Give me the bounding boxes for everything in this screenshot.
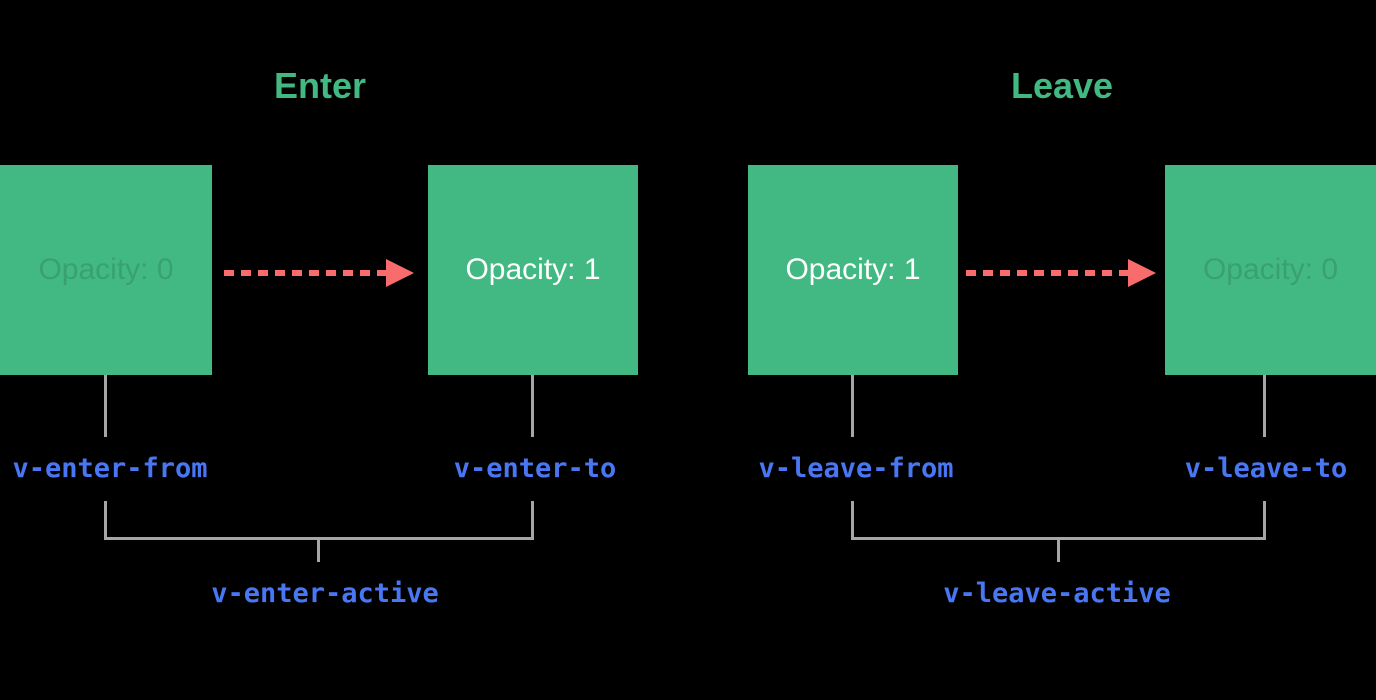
leave-to-connector-line [1263, 375, 1266, 437]
enter-to-class-label: v-enter-to [453, 453, 617, 484]
enter-section-title: Enter [273, 65, 367, 106]
dashed-right-arrow-icon [966, 259, 1156, 287]
enter-active-class-label: v-enter-active [211, 578, 439, 609]
enter-from-class-label: v-enter-from [12, 453, 208, 484]
enter-bracket-stem-line [317, 537, 320, 562]
enter-to-box-label: Opacity: 1 [465, 253, 601, 286]
leave-active-class-label: v-leave-active [943, 578, 1171, 609]
enter-to-box: Opacity: 1 [428, 165, 638, 375]
leave-section-title: Leave [1010, 65, 1114, 106]
leave-from-class-label: v-leave-from [758, 453, 954, 484]
leave-bracket-left-line [851, 501, 854, 537]
enter-from-box: Opacity: 0 [0, 165, 212, 375]
enter-from-box-label: Opacity: 0 [38, 253, 174, 286]
enter-bracket-right-line [531, 501, 534, 537]
leave-from-box-label: Opacity: 1 [785, 253, 921, 286]
leave-bracket-right-line [1263, 501, 1266, 537]
leave-to-class-label: v-leave-to [1184, 453, 1348, 484]
enter-bracket-left-line [104, 501, 107, 537]
leave-from-box: Opacity: 1 [748, 165, 958, 375]
leave-to-box: Opacity: 0 [1165, 165, 1376, 375]
dashed-right-arrow-icon [224, 259, 414, 287]
leave-to-box-label: Opacity: 0 [1202, 253, 1339, 286]
enter-from-connector-line [104, 375, 107, 437]
leave-bracket-stem-line [1057, 537, 1060, 562]
leave-from-connector-line [851, 375, 854, 437]
enter-to-connector-line [531, 375, 534, 437]
